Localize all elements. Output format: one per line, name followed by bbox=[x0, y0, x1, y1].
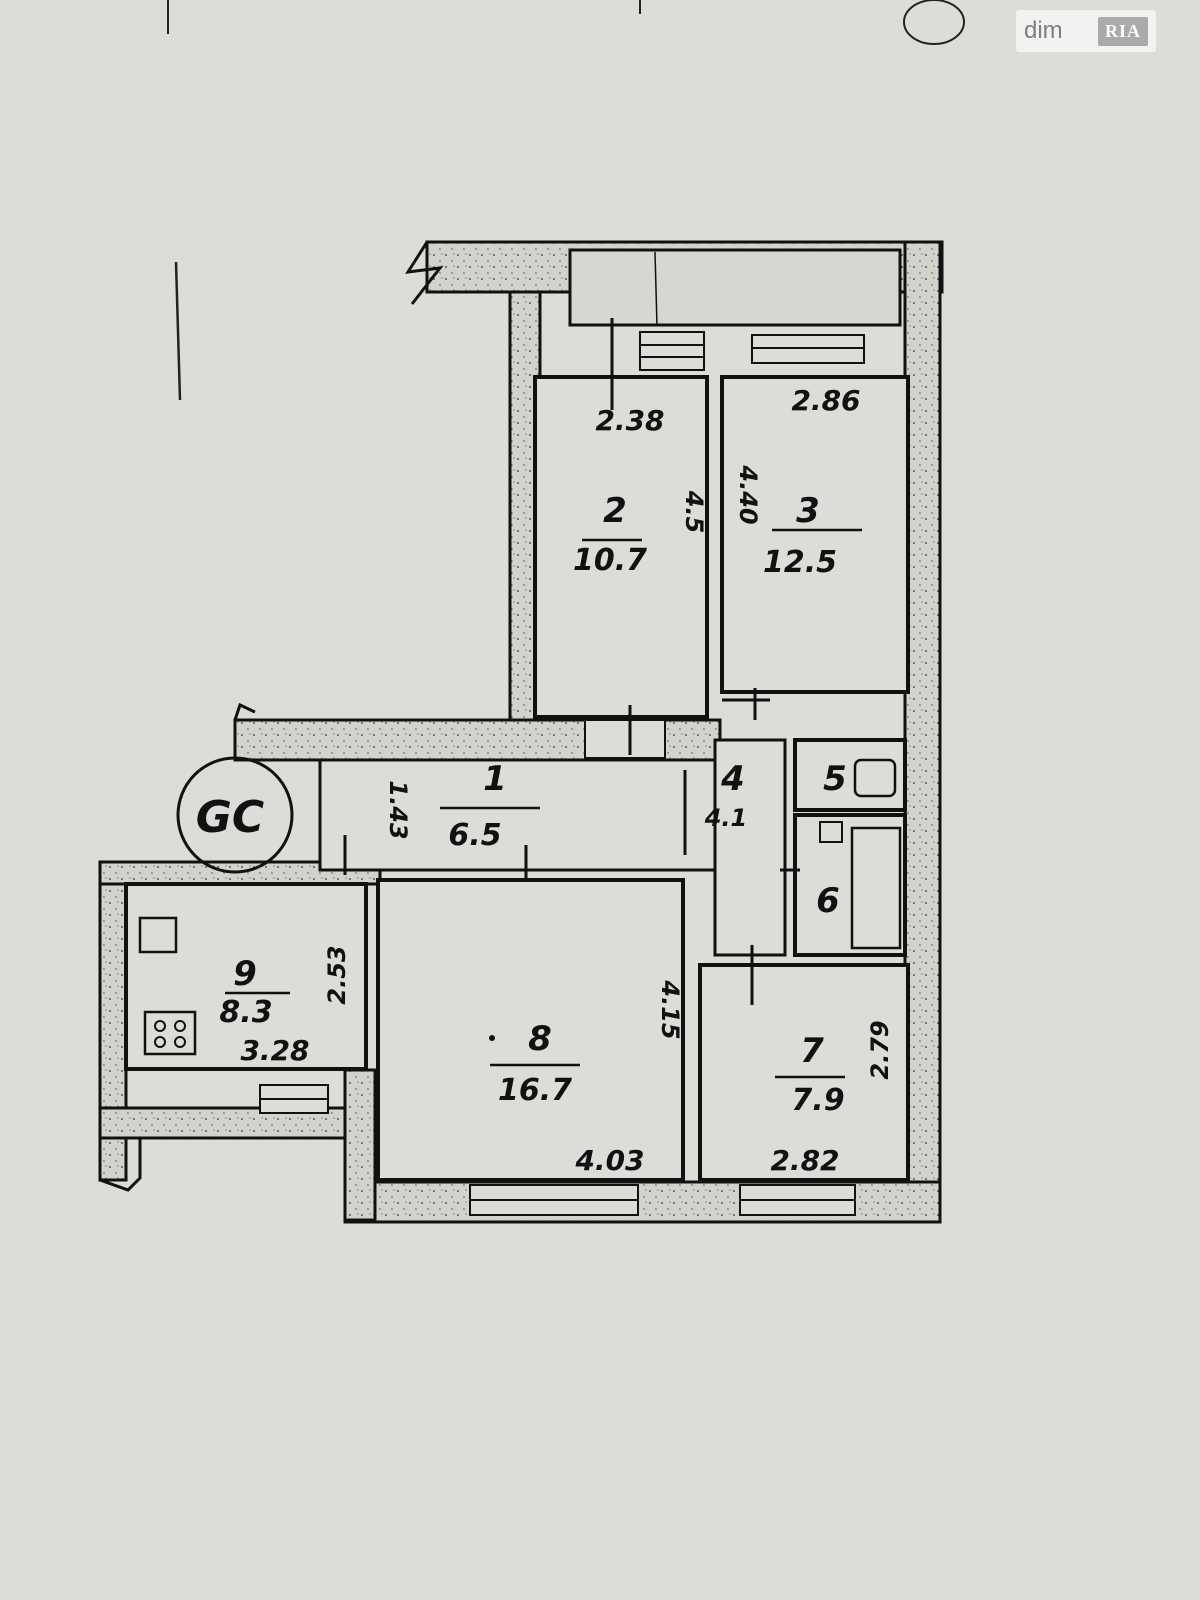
room-6-number: 6 bbox=[816, 881, 840, 921]
bathtub-icon bbox=[850, 826, 902, 950]
room-7-length: 2.79 bbox=[866, 1020, 894, 1079]
room-8-number: 8 bbox=[528, 1019, 552, 1059]
room-1-number: 1 bbox=[483, 759, 507, 799]
sink-icon bbox=[138, 916, 178, 954]
room-2: 2 10.7 2.38 4.5 bbox=[533, 375, 709, 719]
room-3-number: 3 bbox=[796, 491, 820, 531]
room-4-number: 4 bbox=[720, 759, 745, 799]
room-1-area: 6.5 bbox=[448, 818, 501, 853]
room-8-width: 4.03 bbox=[574, 1144, 644, 1177]
room-6: 6 bbox=[793, 813, 907, 957]
room-9: 9 8.3 3.28 2.53 bbox=[124, 882, 368, 1071]
sink-icon bbox=[819, 821, 843, 843]
room-2-width: 2.38 bbox=[595, 404, 664, 437]
room-9-number: 9 bbox=[233, 954, 257, 994]
watermark-brand-mark: RIA bbox=[1097, 16, 1148, 46]
room-8-length: 4.15 bbox=[656, 979, 684, 1039]
room-9-area: 8.3 bbox=[219, 995, 272, 1030]
watermark-badge: dim RIA bbox=[1016, 10, 1156, 52]
room-1: 1 6.5 1.43 bbox=[318, 758, 717, 872]
gas-column-icon: GC bbox=[176, 756, 294, 874]
door-marks bbox=[343, 318, 800, 1005]
room-7-number: 7 bbox=[800, 1031, 824, 1071]
room-9-length: 2.53 bbox=[323, 945, 351, 1004]
room-4: 4 4.1 bbox=[704, 738, 787, 957]
room-9-width: 3.28 bbox=[240, 1034, 309, 1067]
room-5: 5 bbox=[793, 738, 907, 812]
room-7-width: 2.82 bbox=[770, 1144, 839, 1177]
room-3: 3 12.5 2.86 4.40 bbox=[720, 375, 910, 694]
room-5-number: 5 bbox=[823, 759, 847, 799]
room-7: 7 7.9 2.82 2.79 bbox=[698, 963, 910, 1182]
top-pencil-marks bbox=[167, 0, 965, 401]
room-7-area: 7.9 bbox=[791, 1083, 844, 1118]
windows bbox=[259, 331, 865, 1216]
room-3-area: 12.5 bbox=[763, 545, 837, 580]
room-1-width: 1.43 bbox=[384, 780, 412, 839]
balcony bbox=[568, 248, 902, 327]
stove-icon bbox=[143, 1010, 197, 1056]
watermark-brand: dim bbox=[1024, 17, 1063, 44]
room-3-length: 4.40 bbox=[734, 464, 762, 524]
gas-column-label: GC bbox=[196, 792, 264, 843]
room-8-area: 16.7 bbox=[498, 1073, 572, 1108]
toilet-icon bbox=[853, 758, 897, 798]
room-2-number: 2 bbox=[603, 491, 627, 531]
room-2-area: 10.7 bbox=[573, 543, 647, 578]
room-8: 8 16.7 4.03 4.15 bbox=[376, 878, 685, 1182]
room-3-width: 2.86 bbox=[791, 384, 860, 417]
room-4-area: 4.1 bbox=[704, 804, 748, 832]
room-2-length: 4.5 bbox=[680, 490, 708, 534]
